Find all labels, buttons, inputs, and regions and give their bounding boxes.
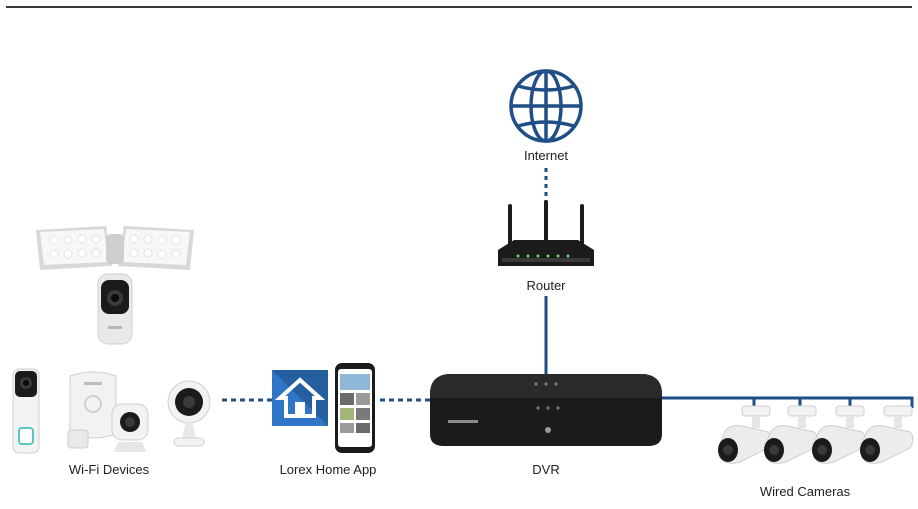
wired-camera-2: [764, 405, 818, 464]
lorex-app-label: Lorex Home App: [279, 462, 377, 477]
internet-label: Internet: [523, 148, 569, 163]
dvr-device: [430, 374, 662, 446]
router-icon: [498, 200, 594, 266]
dvr-label: DVR: [532, 462, 560, 477]
wired-camera-3: [812, 405, 866, 464]
wired-camera-4: [860, 405, 914, 464]
doorbell-camera: [12, 368, 40, 454]
floodlight-camera: [36, 226, 194, 345]
indoor-camera-small: [111, 403, 149, 452]
smartphone-icon: [335, 363, 375, 453]
wired-cameras-group: [718, 405, 914, 464]
wifi-indoor-camera: [167, 380, 211, 447]
lorex-app-icon: [272, 370, 328, 426]
wifi-devices-label: Wi-Fi Devices: [68, 462, 150, 477]
wired-cameras-label: Wired Cameras: [759, 484, 851, 499]
globe-icon: [509, 69, 583, 143]
smart-hub-device: [67, 371, 117, 449]
wired-camera-1: [718, 405, 772, 464]
top-rule: [6, 6, 912, 8]
router-label: Router: [526, 278, 566, 293]
dvr-cameras-link: [660, 396, 914, 408]
